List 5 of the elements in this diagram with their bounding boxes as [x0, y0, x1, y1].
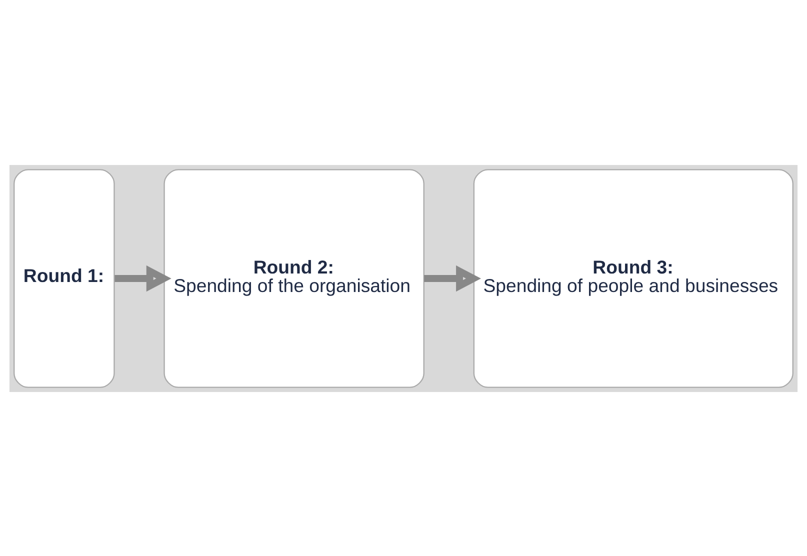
- node-box: Round 1:: [14, 168, 115, 388]
- node-box: Round 3: Spending of people and businesses: [473, 168, 794, 388]
- node-box: Round 2: Spending of the organisation: [164, 168, 424, 388]
- arrow: [424, 264, 481, 292]
- arrow: [114, 264, 172, 292]
